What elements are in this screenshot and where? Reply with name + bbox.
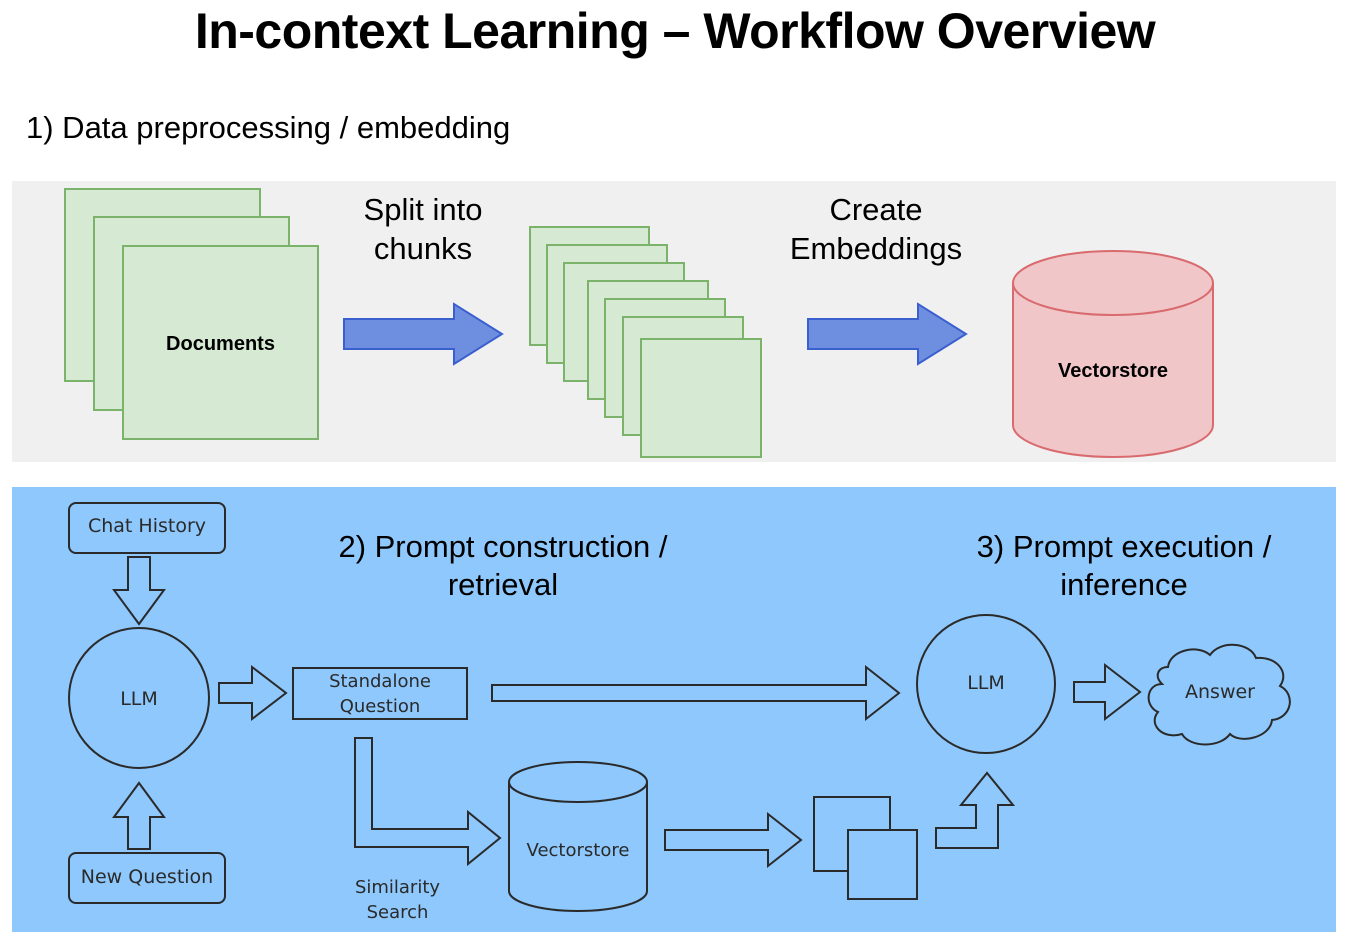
step1-heading: 1) Data preprocessing / embedding (26, 110, 511, 145)
llm-to-question-arrow (218, 664, 288, 722)
question-to-llm-arrow (491, 664, 901, 722)
vectorstore-bottom-cylinder (508, 761, 648, 912)
split-label: Split into chunks (330, 190, 516, 268)
llm-left-label: LLM (120, 688, 158, 710)
vectorstore-to-docs-arrow (664, 811, 803, 869)
standalone-question-box (292, 667, 468, 720)
split-arrow (343, 302, 504, 366)
chat-history-label: Chat History (87, 515, 207, 537)
answer-cloud (1147, 643, 1291, 746)
similarity-search-arrow (354, 737, 502, 867)
new-question-arrow (112, 781, 166, 850)
step3-line2: inference (1060, 567, 1188, 602)
answer-label: Answer (1185, 681, 1255, 703)
chunks-stack (529, 226, 762, 458)
chat-history-box (68, 502, 226, 554)
chunk (640, 338, 762, 458)
split-label-line1: Split into (363, 192, 483, 227)
documents-label: Documents (166, 333, 275, 355)
docs-to-llm-arrow (935, 771, 1016, 849)
embed-arrow (807, 302, 968, 366)
embed-label: Create Embeddings (766, 190, 986, 268)
split-label-line2: chunks (373, 231, 473, 266)
document-page (122, 245, 319, 440)
similarity-search-label: Similarity Search (335, 875, 460, 925)
vectorstore-top-cylinder (1012, 250, 1214, 458)
retrieved-doc (847, 829, 918, 900)
vectorstore-top-label: Vectorstore (1057, 360, 1169, 382)
similarity-line1: Similarity (354, 877, 441, 898)
step2-line2: retrieval (447, 567, 559, 602)
standalone-line1: Standalone (329, 671, 431, 692)
similarity-line2: Search (366, 902, 429, 923)
standalone-line2: Question (339, 696, 421, 717)
embed-label-line1: Create (829, 192, 923, 227)
page-title: In-context Learning – Workflow Overview (194, 3, 1156, 59)
step3-heading: 3) Prompt execution / inference (930, 528, 1318, 604)
chat-history-arrow (112, 556, 166, 626)
step2-heading: 2) Prompt construction / retrieval (290, 528, 716, 604)
vectorstore-bottom-label: Vectorstore (526, 840, 630, 861)
step3-line1: 3) Prompt execution / (976, 529, 1272, 564)
step2-line1: 2) Prompt construction / (338, 529, 668, 564)
standalone-question-label: Standalone Question (293, 669, 467, 719)
llm-to-answer-arrow (1073, 662, 1142, 722)
prompt-panel (12, 487, 1336, 932)
llm-right-circle (916, 614, 1056, 754)
llm-right-label: LLM (967, 672, 1005, 694)
new-question-label: New Question (80, 866, 214, 888)
llm-left-circle (68, 627, 210, 769)
new-question-box (68, 852, 226, 904)
documents-stack (64, 188, 319, 440)
embed-label-line2: Embeddings (789, 231, 963, 266)
